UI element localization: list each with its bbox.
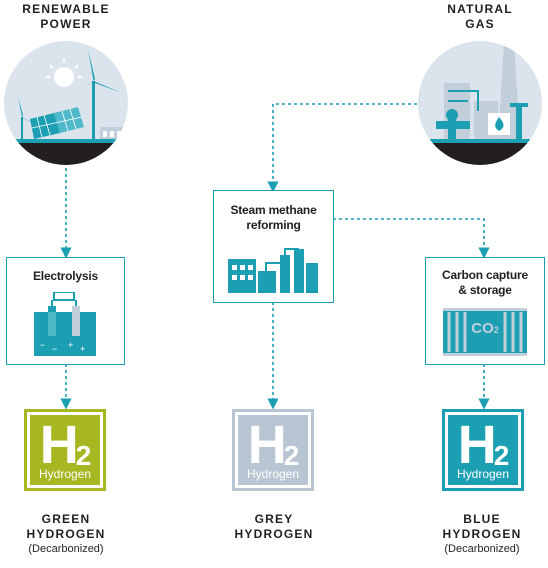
factory-icon [228,248,318,293]
electrolysis-cell-icon: −− + + [34,292,96,356]
electrolysis-label: Electrolysis [33,269,98,283]
carbon-capture-storage-box: Carbon capture & storage CO2 [425,257,545,365]
h2-symbol: H2 [457,415,510,475]
blue-hydrogen-tile: H2 Hydrogen [442,409,524,491]
grey-hydrogen-label: GREY HYDROGEN [234,512,314,541]
green-hydrogen-fill: H2 Hydrogen [30,415,100,485]
svg-text:−: − [52,344,57,354]
green-hydrogen-tile: H2 Hydrogen [24,409,106,491]
grey-hydrogen-tile: H2 Hydrogen [232,409,314,491]
svg-text:+: + [68,340,73,350]
connector-smr-to-ccs [333,218,490,259]
blue-hydrogen-fill: H2 Hydrogen [448,415,518,485]
svg-text:−: − [40,340,45,350]
h2-symbol: H2 [247,415,300,475]
solar-panel-icon [30,107,84,139]
connector-gas-to-smr [267,103,417,193]
valve-icon [436,103,528,145]
blue-hydrogen-label: BLUE HYDROGEN (Decarbonized) [442,512,522,555]
ccs-label: Carbon capture & storage [442,268,528,297]
svg-text:+: + [80,344,85,354]
green-hydrogen-label: GREEN HYDROGEN (Decarbonized) [26,512,106,555]
natural-gas-label: NATURAL GAS [447,2,513,31]
grey-hydrogen-fill: H2 Hydrogen [238,415,308,485]
co2-container-icon: CO2 [443,308,527,356]
renewable-power-illustration [4,41,128,165]
natural-gas-illustration [418,41,542,165]
wind-turbine-icon [10,49,122,153]
electrolysis-box: Electrolysis −− + + [6,257,125,365]
co2-badge: CO2 [471,320,499,337]
renewable-power-label: RENEWABLE POWER [22,2,110,31]
smr-label: Steam methane reforming [230,203,317,232]
flame-icon [495,117,504,131]
h2-symbol: H2 [39,415,92,475]
steam-methane-reforming-box: Steam methane reforming [213,190,334,303]
